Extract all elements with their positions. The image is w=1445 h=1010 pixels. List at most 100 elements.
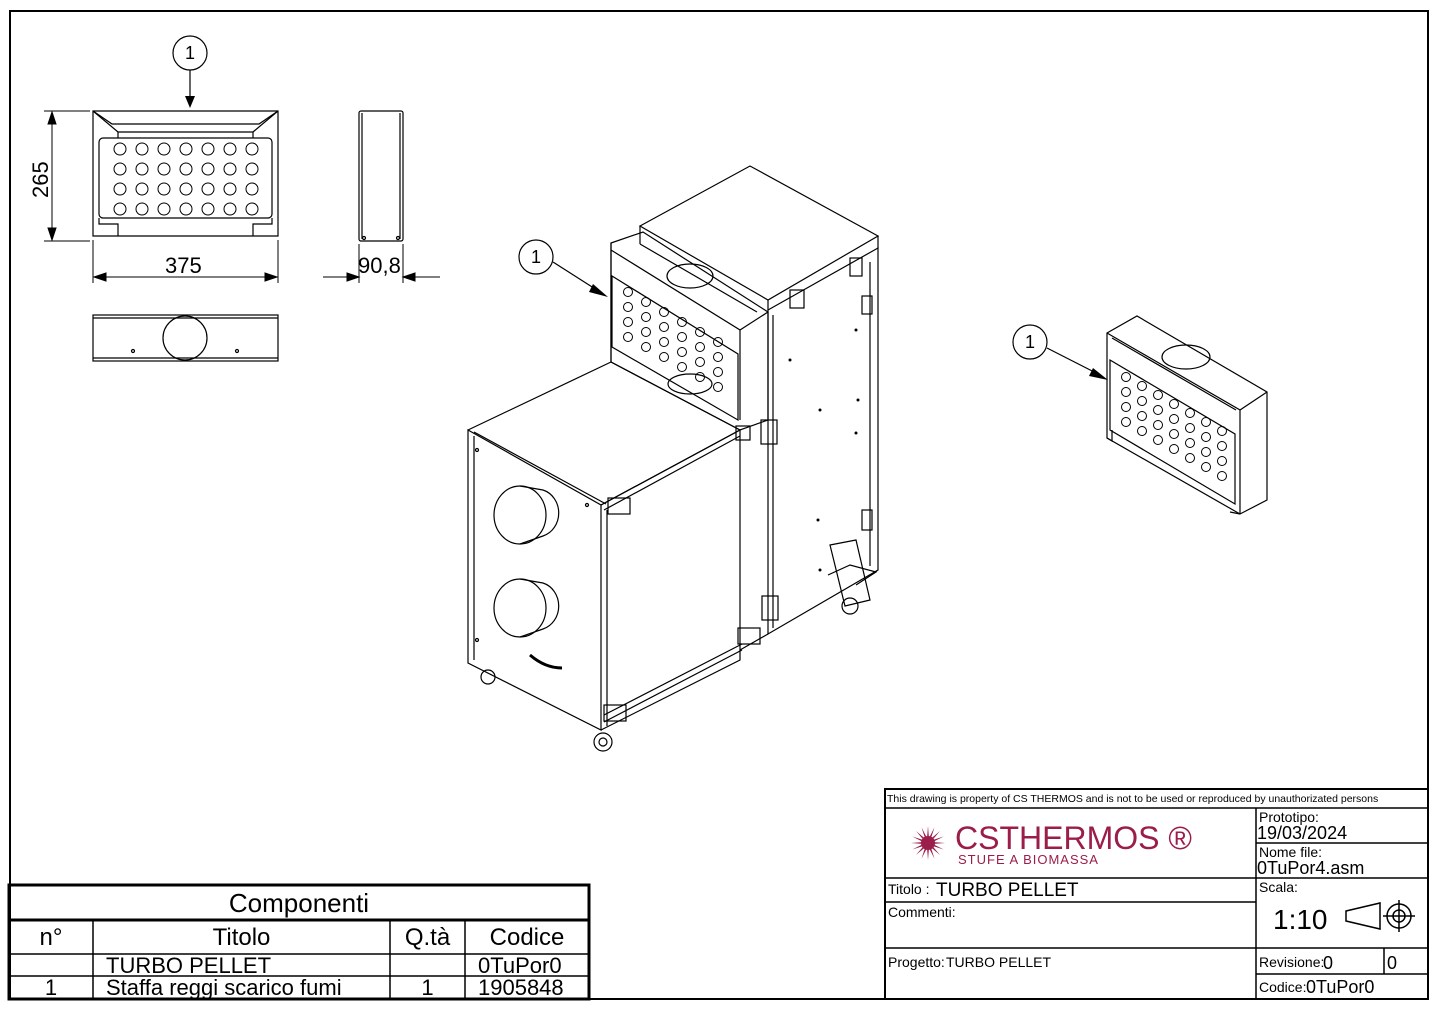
screw-dot — [854, 328, 858, 332]
screw-dot — [818, 408, 822, 412]
logo-ray — [915, 830, 925, 840]
vent-hole — [1201, 462, 1211, 472]
dimension-375 — [92, 240, 279, 283]
front-view-holes — [113, 142, 259, 216]
row-titolo: TURBO PELLET — [106, 953, 272, 978]
vent-hole — [677, 362, 687, 372]
callout-label: 1 — [1025, 332, 1036, 352]
logo-ray — [921, 848, 927, 859]
vent-hole — [677, 347, 687, 357]
dimension-height-label: 265 — [28, 161, 53, 198]
codice-label: Codice: — [1259, 979, 1307, 995]
vent-hole — [1153, 390, 1163, 400]
vent-hole — [1217, 426, 1227, 436]
screw-dot — [816, 518, 820, 522]
dimension-depth-label: 90,8 — [358, 253, 401, 278]
progetto-value: TURBO PELLET — [946, 954, 1052, 970]
screw-dot — [854, 431, 858, 435]
vent-hole — [113, 162, 127, 176]
vent-hole — [113, 202, 127, 216]
row-codice: 0TuPor0 — [478, 953, 562, 978]
vent-hole — [135, 202, 149, 216]
vent-hole — [201, 162, 215, 176]
vent-hole — [1169, 414, 1179, 424]
col-header-titolo: Titolo — [212, 924, 271, 951]
logo-ray — [927, 826, 929, 838]
scala-label: Scala: — [1259, 879, 1298, 895]
vent-hole — [1153, 435, 1163, 445]
dimension-90-8 — [323, 244, 440, 283]
vent-hole — [1121, 387, 1131, 397]
ownership-notice: This drawing is property of CS THERMOS a… — [887, 793, 1379, 805]
screw-dot — [788, 358, 792, 362]
progetto-label: Progetto: — [888, 954, 945, 970]
isometric-assembly — [467, 165, 880, 752]
vent-hole — [223, 142, 237, 156]
vent-hole — [623, 317, 633, 327]
callout-1-assembly — [518, 239, 608, 297]
logo-ray — [933, 836, 944, 842]
vent-hole — [695, 357, 705, 367]
vent-hole — [713, 337, 723, 347]
brand-name: CSTHERMOS ® — [955, 820, 1192, 856]
assembly-screw-dots — [788, 328, 860, 572]
part-flue-holes — [1121, 372, 1227, 481]
vent-hole — [113, 142, 127, 156]
logo-ray — [931, 830, 941, 840]
vent-hole — [695, 372, 705, 382]
vent-hole — [1137, 411, 1147, 421]
vent-hole — [659, 322, 669, 332]
callout-label: 1 — [531, 247, 542, 267]
vent-hole — [223, 202, 237, 216]
vent-hole — [113, 182, 127, 196]
side-view — [358, 110, 404, 242]
vent-hole — [659, 307, 669, 317]
vent-hole — [157, 142, 171, 156]
vent-hole — [201, 182, 215, 196]
assembly-flue-holes — [623, 287, 723, 392]
vent-hole — [1169, 444, 1179, 454]
vent-hole — [1169, 429, 1179, 439]
col-header-qta: Q.tà — [404, 924, 451, 951]
vent-hole — [157, 182, 171, 196]
vent-hole — [641, 327, 651, 337]
vent-hole — [695, 342, 705, 352]
vent-hole — [179, 202, 193, 216]
logo-ray — [921, 827, 927, 838]
vent-hole — [1201, 432, 1211, 442]
logo-ray — [933, 842, 945, 844]
vent-hole — [623, 287, 633, 297]
prototipo-label: Prototipo: — [1259, 809, 1319, 825]
screw-dot — [818, 568, 822, 572]
scala-value: 1:10 — [1273, 904, 1328, 935]
vent-hole — [677, 317, 687, 327]
vent-hole — [135, 182, 149, 196]
vent-hole — [135, 142, 149, 156]
logo-ray — [929, 827, 935, 838]
vent-hole — [713, 352, 723, 362]
drawing-border — [9, 10, 1429, 1000]
vent-hole — [1169, 399, 1179, 409]
revisione-extra: 0 — [1387, 953, 1398, 973]
vent-hole — [245, 142, 259, 156]
vent-hole — [713, 382, 723, 392]
callout-label: 1 — [185, 43, 196, 63]
logo-ray — [915, 846, 925, 856]
logo-ray — [912, 836, 923, 842]
logo-ray — [927, 848, 929, 860]
row-qta: 1 — [421, 975, 434, 1000]
vent-hole — [135, 162, 149, 176]
vent-hole — [1217, 441, 1227, 451]
vent-hole — [623, 302, 633, 312]
row-titolo: Staffa reggi scarico fumi — [106, 975, 342, 1000]
revisione-label: Revisione: — [1259, 954, 1325, 970]
logo-ray — [931, 846, 941, 856]
titolo-value: TURBO PELLET — [936, 880, 1079, 901]
prototipo-value: 19/03/2024 — [1257, 823, 1348, 843]
brand-subtitle: STUFE A BIOMASSA — [958, 852, 1099, 867]
revisione-value: 0 — [1323, 953, 1334, 973]
logo-ray — [912, 844, 923, 850]
nome-file-label: Nome file: — [1259, 844, 1323, 860]
col-header-codice: Codice — [489, 924, 565, 951]
dimension-265 — [44, 110, 90, 242]
